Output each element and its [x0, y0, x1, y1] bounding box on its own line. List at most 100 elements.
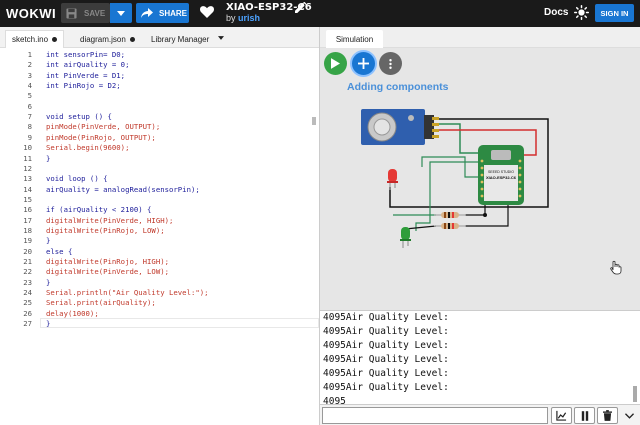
code-line[interactable]: } [46, 153, 51, 163]
code-line[interactable]: pinMode(PinRojo, OUTPUT); [46, 132, 156, 142]
code-line[interactable]: int sensorPin= D0; [46, 50, 126, 59]
code-line[interactable]: void setup () { [46, 112, 112, 122]
console-line: 4095Air Quality Level: [323, 326, 449, 337]
pause-button[interactable] [574, 407, 595, 424]
code-line[interactable]: int airQuality = 0; [46, 60, 130, 70]
more-vertical-icon [389, 58, 392, 69]
tabs-menu-chevron-down-icon[interactable] [218, 36, 224, 40]
console-line: 4095Air Quality Level: [323, 368, 449, 379]
tab-diagram-json[interactable]: diagram.json [80, 31, 135, 48]
tab-simulation[interactable]: Simulation [326, 30, 383, 48]
code-line[interactable]: Serial.begin(9600); [46, 143, 130, 153]
code-line[interactable]: Serial.print(airQuality); [46, 298, 156, 308]
line-number: 12 [23, 163, 32, 173]
resistor-1[interactable] [434, 212, 466, 218]
modified-dot-icon [52, 37, 58, 42]
code-line[interactable]: Serial.println("Air Quality Level:"); [46, 288, 209, 298]
editor-scrollbar[interactable] [312, 117, 316, 125]
resistor-2[interactable] [434, 223, 466, 229]
tab-library-manager[interactable]: Library Manager [151, 31, 209, 48]
pane-divider[interactable] [319, 27, 320, 425]
serial-monitor-toolbar [320, 404, 640, 425]
start-simulation-button[interactable] [324, 52, 347, 75]
code-line[interactable]: int PinVerde = D1; [46, 70, 126, 80]
tab-label: diagram.json [80, 35, 126, 44]
line-number: 21 [23, 257, 32, 266]
line-number: 5 [27, 91, 32, 101]
serial-monitor-output[interactable]: 4095Air Quality Level: 4095Air Quality Le… [320, 310, 640, 404]
code-line[interactable]: } [46, 236, 51, 246]
add-component-button[interactable] [350, 50, 377, 77]
wire-red[interactable] [439, 129, 537, 156]
console-line: 4095Air Quality Level: [323, 312, 449, 323]
circuit-diagram[interactable]: SEEED STUDIO XIAO-ESP32-C6 [320, 27, 640, 310]
save-label: SAVE [84, 8, 106, 18]
wire-gnd-board2[interactable] [465, 197, 509, 227]
line-number: 19 [23, 236, 32, 246]
line-number: 7 [27, 112, 32, 122]
line-number: 20 [23, 246, 32, 256]
wire-green[interactable] [439, 123, 484, 154]
board-label-top: SEEED STUDIO [488, 170, 514, 174]
chevron-down-icon [625, 412, 634, 419]
top-bar: WOKWI SAVE SHARE XIAO-ESP32-C6 by urish … [0, 0, 640, 27]
chart-line-icon [556, 410, 567, 421]
theme-toggle-sun-icon[interactable] [574, 5, 589, 20]
hand-cursor-icon [610, 260, 622, 275]
collapse-console-button[interactable] [619, 407, 640, 424]
code-line[interactable]: digitalWrite(PinRojo, HIGH); [46, 257, 170, 266]
save-button[interactable]: SAVE [61, 3, 110, 23]
pause-icon [581, 410, 588, 421]
play-icon [331, 58, 340, 69]
code-line[interactable]: digitalWrite(PinVerde, LOW); [46, 267, 170, 277]
sign-in-button[interactable]: SIGN IN [595, 4, 634, 22]
share-button[interactable]: SHARE [136, 3, 189, 23]
code-line[interactable]: } [46, 319, 51, 329]
code-line[interactable]: digitalWrite(PinRojo, LOW); [46, 225, 165, 235]
green-led[interactable] [400, 227, 411, 248]
editor-tabs: sketch.ino diagram.json Library Manager [0, 27, 319, 48]
line-number: 15 [23, 194, 32, 204]
wire-green-led2[interactable] [415, 161, 482, 231]
author-link[interactable]: urish [238, 13, 261, 23]
tab-sketch-ino[interactable]: sketch.ino [5, 30, 65, 48]
wire-black-gnd[interactable] [404, 225, 437, 230]
code-line[interactable]: pinMode(PinVerde, OUTPUT); [46, 122, 161, 132]
wokwi-logo[interactable]: WOKWI [6, 6, 57, 21]
console-line: 4095 [323, 396, 346, 404]
save-icon [66, 7, 77, 19]
more-options-button[interactable] [379, 52, 402, 75]
wire-black[interactable] [389, 118, 549, 208]
serial-input[interactable] [322, 407, 548, 424]
wire-green-led[interactable] [421, 156, 482, 178]
code-line[interactable]: airQuality = analogRead(sensorPin); [46, 184, 200, 194]
code-line[interactable]: digitalWrite(PinVerde, HIGH); [46, 215, 174, 225]
share-label: SHARE [159, 8, 188, 18]
code-line[interactable]: delay(1000); [46, 308, 99, 318]
console-scrollbar[interactable] [633, 386, 637, 402]
red-led[interactable] [387, 169, 398, 190]
clear-button[interactable] [597, 407, 618, 424]
line-number: 6 [27, 101, 32, 111]
line-number: 23 [23, 277, 32, 287]
code-line[interactable]: int PinRojo = D2; [46, 81, 121, 91]
docs-link[interactable]: Docs [544, 7, 569, 18]
code-line[interactable]: if (airQuality < 2100) { [46, 205, 152, 215]
code-line[interactable]: else { [46, 246, 73, 256]
line-number: 11 [23, 153, 32, 163]
current-line-highlight [40, 318, 319, 329]
code-line[interactable]: } [46, 277, 51, 287]
edit-pencil-icon[interactable] [295, 2, 306, 13]
line-number: 18 [23, 225, 32, 235]
console-line: 4095Air Quality Level: [323, 340, 449, 351]
plotter-button[interactable] [551, 407, 572, 424]
save-dropdown-button[interactable] [110, 3, 132, 23]
code-line[interactable]: void loop () { [46, 174, 108, 184]
console-line: 4095Air Quality Level: [323, 354, 449, 365]
gas-sensor-module[interactable] [361, 109, 439, 145]
by-label: by [226, 13, 236, 23]
xiao-esp32-c6-board[interactable]: SEEED STUDIO XIAO-ESP32-C6 [478, 145, 524, 205]
modified-dot-icon [129, 37, 135, 42]
heart-icon[interactable] [200, 6, 214, 18]
